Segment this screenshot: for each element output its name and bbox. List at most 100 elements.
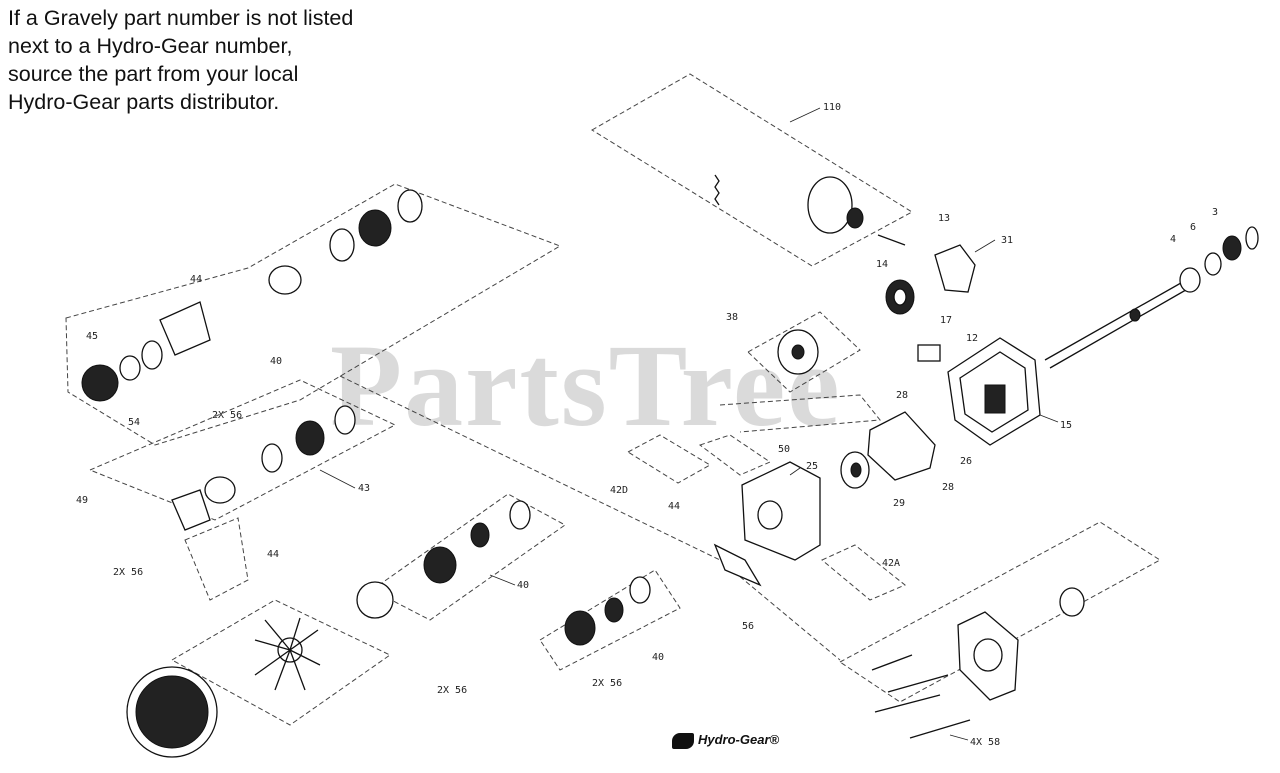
group-outline-upper-left xyxy=(65,183,562,446)
callout-40-bottom: 40 xyxy=(652,652,664,663)
leader-15 xyxy=(1039,414,1059,423)
leader-43 xyxy=(319,469,356,489)
callout-110: 110 xyxy=(823,102,841,113)
flange-center-40 xyxy=(423,546,457,584)
callout-54: 54 xyxy=(128,417,140,428)
leader-4x58 xyxy=(949,734,969,741)
hydro-gear-logo: Hydro-Gear® xyxy=(672,732,779,749)
bearing-center-40 xyxy=(470,522,490,548)
callout-28-bottom: 28 xyxy=(942,482,954,493)
end-cap-upper xyxy=(159,301,211,356)
callout-45: 45 xyxy=(86,331,98,342)
callout-28-top: 28 xyxy=(896,390,908,401)
oring-end-housing xyxy=(1059,587,1085,617)
shaft-collar-54 xyxy=(81,364,119,402)
center-block-bore xyxy=(757,500,783,530)
callout-17: 17 xyxy=(940,315,952,326)
note-line-4: Hydro-Gear parts distributor. xyxy=(8,90,280,114)
callout-12: 12 xyxy=(966,333,978,344)
housing-15-recess xyxy=(984,384,1006,414)
hydro-gear-logo-text: Hydro-Gear® xyxy=(698,732,780,747)
callout-43: 43 xyxy=(358,483,370,494)
callout-26: 26 xyxy=(960,456,972,467)
oring-upper xyxy=(268,265,302,295)
callout-31: 31 xyxy=(1001,235,1013,246)
bolt-58-2 xyxy=(887,674,949,693)
flange-bottom-40 xyxy=(564,610,596,646)
group-outline-38 xyxy=(747,311,861,393)
hub-center-40 xyxy=(356,581,394,619)
spring-110 xyxy=(714,174,720,206)
callout-44-lower: 44 xyxy=(267,549,279,560)
callout-3: 3 xyxy=(1212,207,1218,218)
group-outline-50 xyxy=(698,434,772,476)
group-outline-43 xyxy=(88,379,397,521)
callout-2x56-upper: 2X 56 xyxy=(212,410,242,421)
leader-25 xyxy=(789,467,801,476)
retaining-ring-3 xyxy=(1245,226,1259,250)
cooling-fan xyxy=(254,617,321,691)
ring-upper-1 xyxy=(397,189,423,223)
end-cap-43 xyxy=(171,489,211,531)
hydro-gear-logo-mark xyxy=(672,732,694,749)
ring-upper-2 xyxy=(329,228,355,262)
callout-50: 50 xyxy=(778,444,790,455)
callout-29: 29 xyxy=(893,498,905,509)
group-outline-center-40 xyxy=(371,493,566,621)
pin-13 xyxy=(877,234,906,246)
partstree-watermark: PartsTree xyxy=(330,320,842,451)
callout-15: 15 xyxy=(1060,420,1072,431)
bolt-58-1 xyxy=(871,654,913,671)
callout-38: 38 xyxy=(726,312,738,323)
callout-49: 49 xyxy=(76,495,88,506)
swashplate-31 xyxy=(934,244,976,293)
callout-2x56-left: 2X 56 xyxy=(113,567,143,578)
fan-shroud-grille xyxy=(135,675,209,749)
note-line-1: If a Gravely part number is not listed xyxy=(8,6,354,30)
callout-6: 6 xyxy=(1190,222,1196,233)
cylinder-block-38-center xyxy=(791,344,805,360)
leader-110 xyxy=(789,107,821,123)
callout-40-center: 40 xyxy=(517,580,529,591)
leader-31 xyxy=(974,239,996,253)
callout-40-upper: 40 xyxy=(270,356,282,367)
callout-42a: 42A xyxy=(882,558,900,569)
callout-44-upper: 44 xyxy=(190,274,202,285)
group-outline-44 xyxy=(184,517,249,601)
callout-44-center: 44 xyxy=(668,501,680,512)
group-outline-42d xyxy=(626,434,711,484)
parts-note: If a Gravely part number is not listed n… xyxy=(8,4,428,116)
group-outline-42a xyxy=(821,544,906,601)
input-shaft xyxy=(1044,274,1196,361)
bearing-43 xyxy=(295,420,325,456)
gasket-26 xyxy=(867,411,936,481)
control-arm-washer xyxy=(846,207,864,229)
leader-40b xyxy=(489,574,516,586)
assembly-line-1 xyxy=(339,375,841,661)
callout-14: 14 xyxy=(876,259,888,270)
ring-54 xyxy=(141,340,163,370)
oring-43 xyxy=(204,476,236,504)
callout-4x58: 4X 58 xyxy=(970,737,1000,748)
seal-12 xyxy=(917,344,941,362)
control-arm-110 xyxy=(807,176,853,234)
ring-43-1 xyxy=(334,405,356,435)
plate-29-hub xyxy=(850,462,862,478)
bearing-17-bore xyxy=(893,288,907,306)
group-outline-110 xyxy=(591,73,913,267)
group-outline-right xyxy=(839,521,1161,703)
seal-6 xyxy=(1204,252,1222,276)
callout-42d: 42D xyxy=(610,485,628,496)
spring-part xyxy=(1129,308,1141,322)
bearing-4 xyxy=(1179,267,1201,293)
bearing-upper xyxy=(358,209,392,247)
ring-bottom-40 xyxy=(629,576,651,604)
end-housing-bore xyxy=(973,638,1003,672)
ring-43-2 xyxy=(261,443,283,473)
input-shaft-edge xyxy=(1049,282,1199,369)
note-line-2: next to a Hydro-Gear number, xyxy=(8,34,293,58)
ring-center-40 xyxy=(509,500,531,530)
seal-54 xyxy=(119,355,141,381)
group-outline-bottom-40 xyxy=(539,569,681,671)
